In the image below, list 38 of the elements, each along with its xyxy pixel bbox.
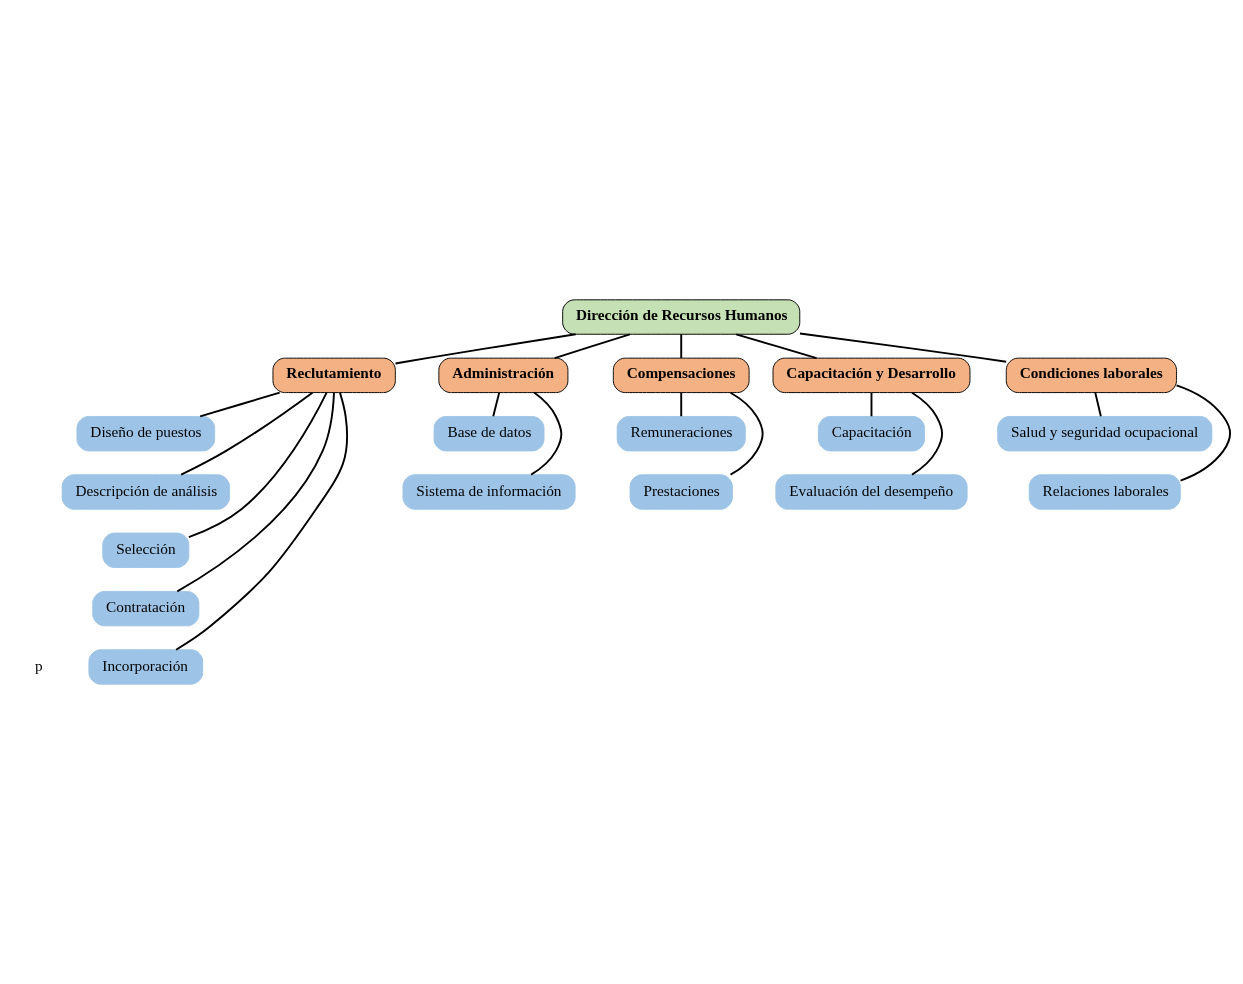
connector [187,391,328,539]
connector [394,333,577,365]
connector [553,333,631,360]
node-box: Base de datos [433,416,545,452]
node-box: Administración [438,357,569,394]
connector [530,391,563,476]
node-box: Contratación [92,590,200,627]
node-box: Dirección de Recursos Humanos [562,299,801,335]
connector [175,391,349,651]
node-box: Relaciones laborales [1028,474,1181,510]
node-box: Remuneraciones [616,416,746,452]
connector [680,333,683,359]
connector [176,391,335,593]
label: p [34,656,43,674]
node-box: Capacitación y Desarrollo [772,357,971,394]
connector [911,391,944,476]
node-box: Salud y seguridad ocupacional [997,416,1213,452]
connector [680,391,683,418]
node-box: Reclutamiento [272,357,396,394]
node-box: Incorporación [88,649,204,685]
connector [735,333,818,360]
node-box: Compensaciones [612,357,750,394]
node-box: Capacitación [817,416,925,452]
node-box: Selección [102,532,190,568]
connector [729,391,764,476]
connector [180,391,314,476]
connector [1094,391,1102,418]
connector [199,391,281,418]
node-box: Prestaciones [629,474,733,510]
connector [492,391,501,418]
connector [799,332,1008,363]
node-box: Diseño de puestos [76,416,216,452]
node-box: Evaluación del desempeño [775,474,968,510]
connector [870,391,873,418]
node-box: Condiciones laborales [1005,357,1177,394]
node-box: Descripción de análisis [61,474,230,510]
connector [1175,384,1232,482]
node-box: Sistema de información [402,474,576,510]
